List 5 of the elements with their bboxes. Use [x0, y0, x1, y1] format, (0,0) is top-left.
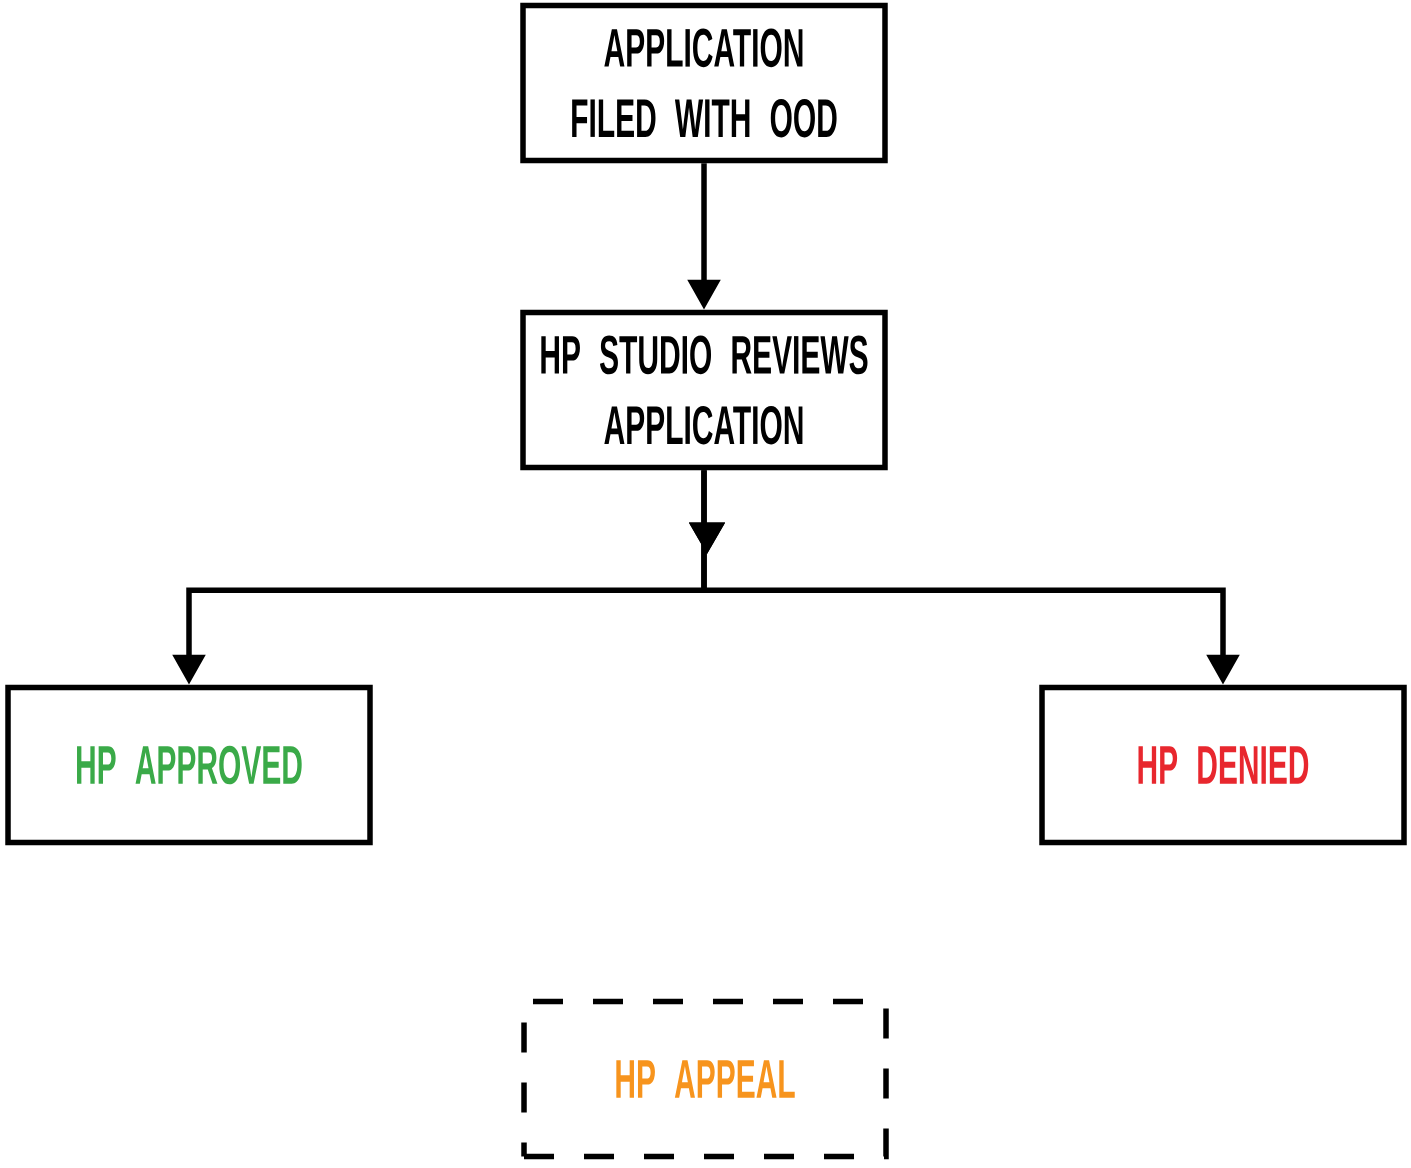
process-box: HP STUDIO REVIEWS APPLICATION — [520, 309, 888, 471]
process-box: APPLICATION FILED WITH OOD — [520, 2, 888, 164]
process-box: HP APPROVED — [5, 684, 373, 846]
process-box: HP DENIED — [1039, 684, 1407, 846]
dashed-box: HP APPEAL — [521, 998, 889, 1160]
